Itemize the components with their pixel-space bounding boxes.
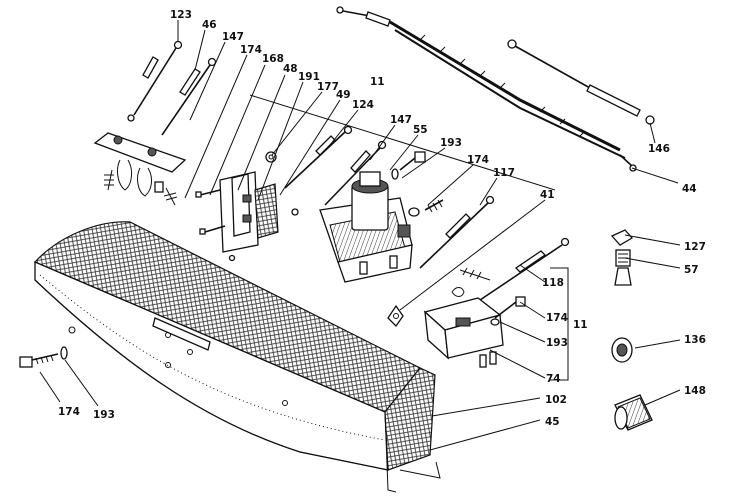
screw-193-center	[391, 151, 426, 180]
relay-74	[423, 297, 504, 368]
callout-174: 174	[240, 44, 262, 56]
callout-11-right: 11	[573, 319, 588, 331]
group-bracket-11-top	[249, 94, 556, 191]
cable-146	[507, 39, 655, 125]
sleeve-148	[614, 394, 653, 431]
callout-127: 127	[684, 241, 706, 253]
callout-193-bottom: 193	[93, 409, 115, 421]
screw-174-relay	[490, 296, 526, 326]
callout-117: 117	[493, 167, 515, 179]
callout-191: 191	[298, 71, 320, 83]
callout-labels: 123 46 147 174 168 48 191 177 49 124 11 …	[58, 9, 706, 428]
callout-174-bottom: 174	[58, 406, 80, 418]
rod-123	[127, 40, 183, 122]
screw-174-center	[408, 199, 444, 217]
rod-147-right	[324, 140, 387, 206]
callout-168: 168	[262, 53, 284, 65]
callout-48: 48	[283, 63, 298, 75]
relay-bracket-48	[195, 171, 279, 262]
rod-46	[161, 57, 217, 136]
valve-127-57	[610, 229, 634, 286]
rod-118	[451, 237, 570, 301]
callout-147: 147	[222, 31, 244, 43]
callout-55: 55	[413, 124, 428, 136]
nut-136	[611, 337, 633, 363]
callout-41: 41	[540, 189, 555, 201]
callout-193: 193	[440, 137, 462, 149]
screw-174-bottom	[19, 346, 68, 368]
callout-74: 74	[546, 373, 561, 385]
callout-49: 49	[336, 89, 351, 101]
callout-102: 102	[545, 394, 567, 406]
callout-57: 57	[684, 264, 699, 276]
housing-casing	[33, 221, 441, 493]
callout-118: 118	[542, 277, 564, 289]
motor-55	[319, 171, 413, 283]
callout-193-relay: 193	[546, 337, 568, 349]
callout-124: 124	[352, 99, 374, 111]
hook-41	[387, 304, 404, 328]
leader-lines	[39, 20, 681, 451]
callout-177: 177	[317, 81, 339, 93]
callout-123: 123	[170, 9, 192, 21]
callout-147-right: 147	[390, 114, 412, 126]
callout-45: 45	[545, 416, 560, 428]
bracket-plate-left	[93, 132, 187, 206]
callout-174-center: 174	[467, 154, 489, 166]
callout-46: 46	[202, 19, 217, 31]
callout-146: 146	[648, 143, 670, 155]
rod-49-124	[284, 125, 353, 216]
cable-assembly-44	[336, 6, 637, 172]
callout-44: 44	[682, 183, 697, 195]
group-bracket-11-right	[550, 267, 569, 381]
callout-148: 148	[684, 385, 706, 397]
callout-11-top: 11	[370, 76, 385, 88]
rod-117	[419, 195, 495, 269]
callout-174-relay: 174	[546, 312, 568, 324]
callout-136: 136	[684, 334, 706, 346]
